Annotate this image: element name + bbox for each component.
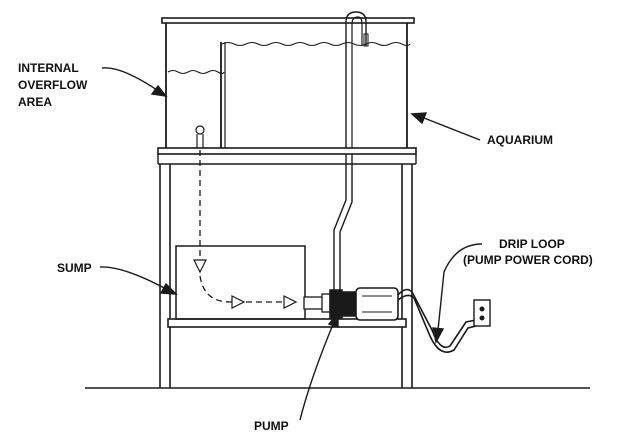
label-internal-overflow-line-1: INTERNAL (18, 61, 79, 75)
return-line (333, 11, 369, 300)
label-drip-loop-line-2: (PUMP POWER CORD) (463, 253, 593, 267)
aquarium-tank (161, 17, 415, 148)
label-sump: SUMP (57, 261, 92, 275)
leader-lines (99, 67, 483, 421)
pump-power-cord (397, 288, 477, 353)
overflow-drain (193, 125, 298, 309)
label-pump: PUMP (254, 419, 289, 433)
sump-box (175, 245, 306, 320)
label-internal-overflow-line-3: AREA (18, 95, 52, 109)
pump (303, 287, 399, 321)
label-internal-overflow-line-2: OVERFLOW (18, 78, 88, 92)
stand-top (157, 147, 417, 165)
wall-outlet (473, 299, 491, 327)
label-drip-loop-line-1: DRIP LOOP (499, 237, 565, 251)
label-aquarium: AQUARIUM (487, 133, 553, 147)
stand-legs (159, 164, 413, 388)
internal-overflow-box (220, 42, 226, 148)
